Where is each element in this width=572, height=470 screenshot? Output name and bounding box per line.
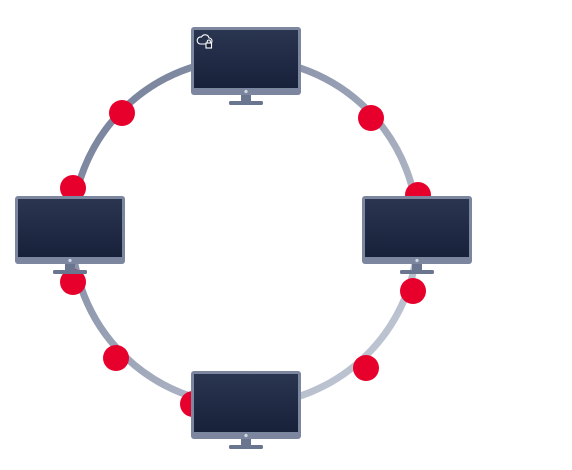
power-led	[244, 433, 248, 438]
ring-node	[400, 278, 426, 304]
monitor-stand-base	[53, 270, 87, 274]
monitor-stand-base	[400, 270, 434, 274]
monitor-stand-base	[229, 101, 263, 105]
monitor-top	[191, 27, 301, 105]
monitor-left	[15, 196, 125, 274]
ring-node	[103, 345, 129, 371]
monitor-right	[362, 196, 472, 274]
monitor-stand-neck	[241, 95, 251, 101]
ring-node	[109, 100, 135, 126]
ring-nodes	[60, 100, 431, 417]
power-led	[68, 258, 72, 263]
monitor-stand-neck	[412, 264, 422, 270]
power-led	[415, 258, 419, 263]
ring-node	[358, 105, 384, 131]
ring-node	[60, 269, 86, 295]
monitor-screen	[194, 374, 298, 432]
power-led	[244, 89, 248, 94]
monitor-bottom	[191, 371, 301, 449]
monitor-screen	[18, 199, 122, 257]
ring-node	[353, 355, 379, 381]
monitor-stand-neck	[241, 439, 251, 445]
ring-node	[60, 175, 86, 201]
monitor-screen	[194, 30, 298, 88]
monitor-screen	[365, 199, 469, 257]
monitor-stand-neck	[65, 264, 75, 270]
cloud-lock-icon	[196, 34, 213, 49]
monitor-stand-base	[229, 445, 263, 449]
